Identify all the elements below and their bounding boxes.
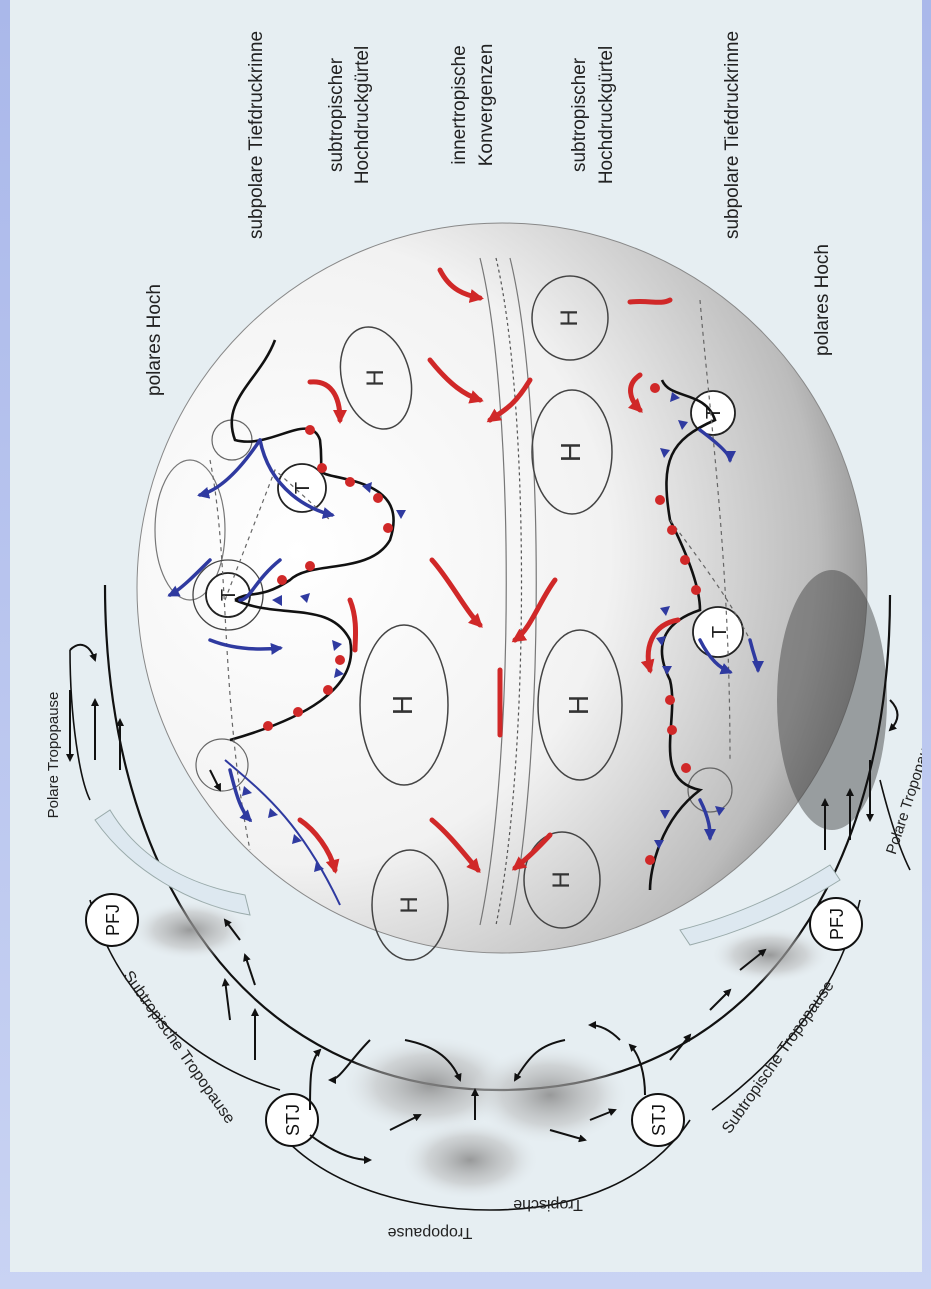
jet-pfj-bottom: PFJ	[810, 898, 862, 950]
cloud	[400, 1120, 540, 1200]
polar-tropopause-top	[70, 650, 90, 800]
label-subpolar-trough-top: subpolare Tiefdruckrinne	[246, 31, 267, 239]
high-symbol: H	[548, 871, 575, 888]
high-symbol: H	[563, 695, 594, 715]
stj-label: STJ	[283, 1104, 303, 1136]
low-symbol: T	[292, 482, 314, 494]
jet-pfj-top: PFJ	[86, 894, 138, 946]
label-polar-tropopause-bottom: Polare Tropopause	[883, 731, 922, 857]
diagram-panel: polares Hoch subpolare Tiefdruckrinne su…	[10, 0, 922, 1272]
pfj-label: PFJ	[103, 904, 123, 936]
high-symbol: H	[387, 695, 418, 715]
label-subtropic-tropopause-top: Subtropische Tropopause	[119, 968, 238, 1127]
high-symbol: H	[396, 896, 423, 913]
label-polar-high-top: polares Hoch	[144, 284, 165, 396]
globe: H H H H H H H T T T T	[137, 223, 887, 960]
label-subtropic-tropopause-bottom: Subtropische Tropopause	[719, 978, 838, 1137]
stj-label: STJ	[649, 1104, 669, 1136]
high-symbol: H	[556, 309, 583, 326]
pfj-label: PFJ	[827, 908, 847, 940]
label-subtropic-high-bottom-1: subtropischer	[569, 57, 590, 172]
label-subtropic-high-top-1: subtropischer	[326, 57, 347, 172]
high-symbol: H	[555, 442, 586, 462]
label-polar-high-bottom: polares Hoch	[812, 244, 833, 356]
jet-stj-bottom: STJ	[632, 1094, 684, 1146]
label-itc-2: Konvergenzen	[476, 44, 497, 167]
label-polar-tropopause-top: Polare Tropopause	[45, 692, 62, 819]
label-subtropic-high-top-2: Hochdruckgürtel	[352, 46, 373, 184]
high-symbol: H	[362, 369, 389, 386]
atmospheric-circulation-diagram: polares Hoch subpolare Tiefdruckrinne su…	[10, 0, 922, 1272]
label-itc-1: innertropische	[449, 45, 470, 164]
label-subtropic-high-bottom-2: Hochdruckgürtel	[596, 46, 617, 184]
label-tropic-tropopause-2: Tropische	[513, 1196, 583, 1213]
label-tropic-tropopause-1: Tropopause	[388, 1224, 473, 1241]
label-subpolar-trough-bottom: subpolare Tiefdruckrinne	[722, 31, 743, 239]
